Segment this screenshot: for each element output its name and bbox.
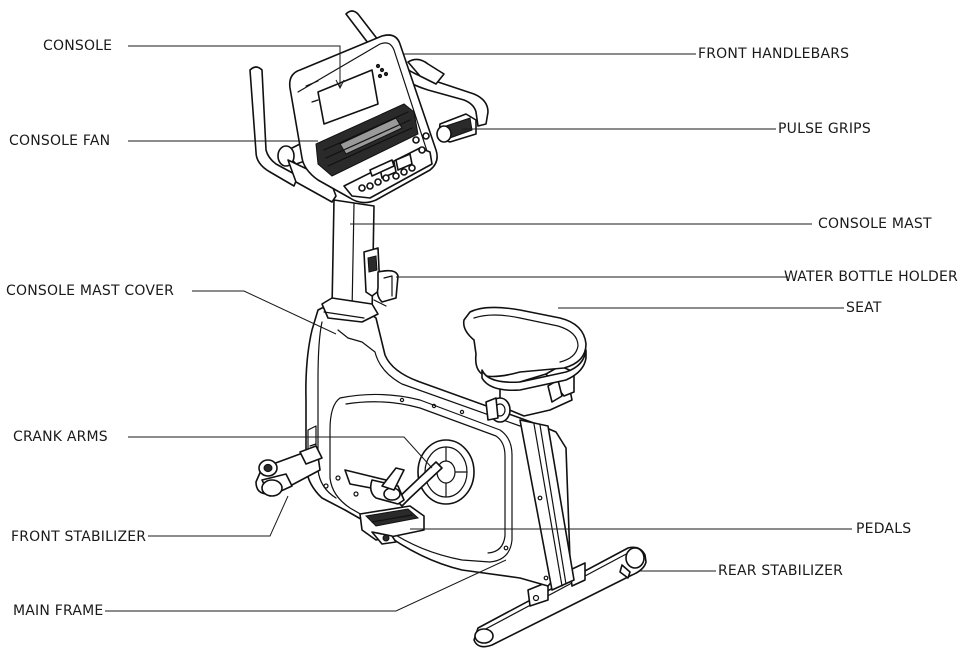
label-console-fan: CONSOLE FAN (9, 133, 111, 149)
water-bottle-holder-drawing (363, 247, 399, 307)
console-drawing (288, 34, 438, 204)
callout-lines (105, 45, 852, 612)
label-console-mast: CONSOLE MAST (818, 216, 932, 232)
label-water-bottle-holder: WATER BOTTLE HOLDER (784, 269, 958, 285)
handlebars-drawing (249, 10, 489, 203)
front-stabilizer-drawing (255, 445, 323, 497)
label-crank-arms: CRANK ARMS (13, 429, 108, 445)
label-front-handlebars: FRONT HANDLEBARS (698, 46, 850, 62)
label-console-mast-cover: CONSOLE MAST COVER (6, 283, 175, 299)
label-pulse-grips: PULSE GRIPS (778, 121, 871, 137)
label-front-stabilizer: FRONT STABILIZER (11, 529, 147, 545)
label-seat: SEAT (846, 300, 882, 316)
label-rear-stabilizer: REAR STABILIZER (718, 563, 844, 579)
label-pedals: PEDALS (856, 521, 912, 537)
console-mast-drawing (321, 199, 379, 323)
seat-drawing (462, 306, 587, 423)
crank-assembly-drawing (344, 439, 475, 507)
label-console: CONSOLE (43, 38, 113, 54)
pedal-drawing (359, 505, 425, 545)
label-main-frame: MAIN FRAME (13, 603, 104, 619)
